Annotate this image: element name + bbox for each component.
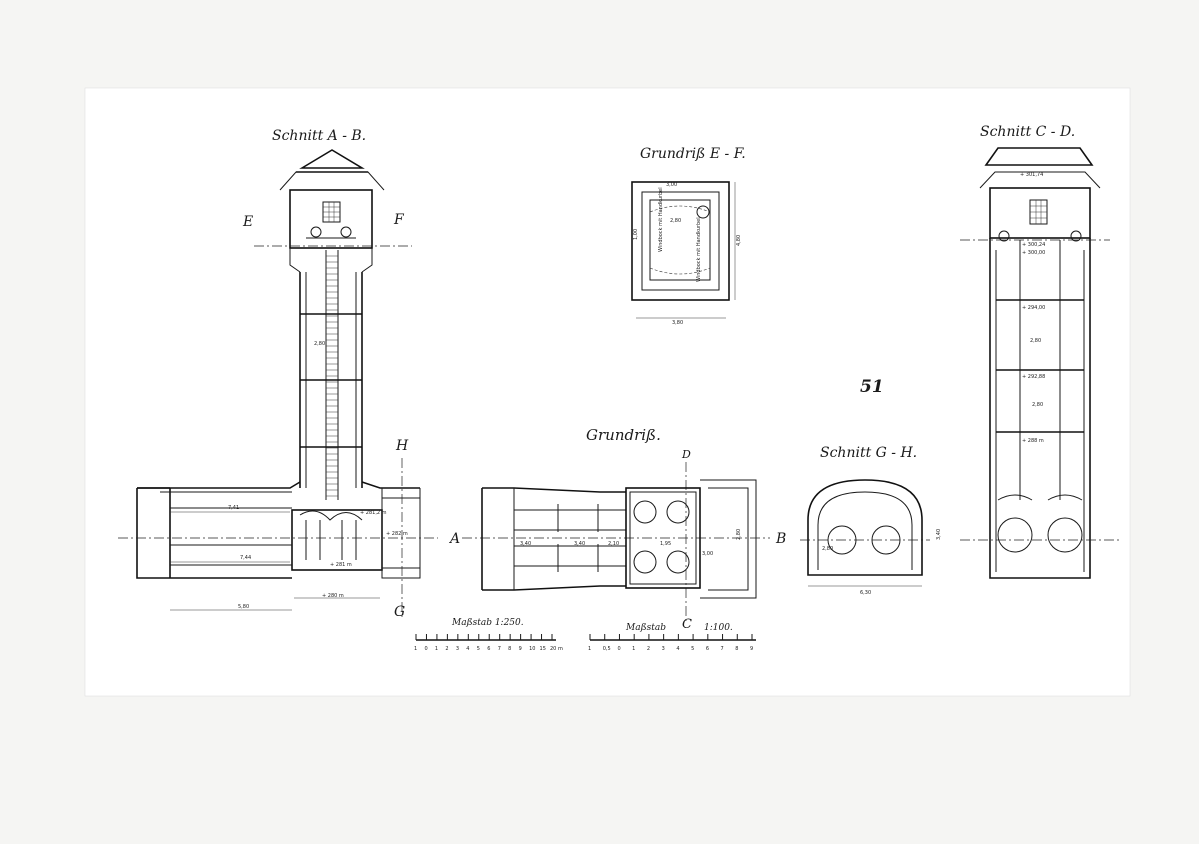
section-a-b: Schnitt A - B. E F 2,80 [118,128,438,620]
marker-g: G [394,604,405,620]
scale-tick-label: 10 [529,646,535,652]
dim-plan-5: 3,00 [702,551,713,557]
section-g-h: Schnitt G - H. 6,30 3,40 2,80 [800,445,942,596]
scale-tick-label: 8 [508,646,511,652]
dim-ef-inner: 2,80 [670,218,681,224]
marker-d: D [681,448,691,461]
scale-bar-100: Maßstab 1:100. 1 0,5 0 1 2 3 4 5 6 7 8 9 [588,623,756,652]
scale-tick-label: 5 [691,646,694,652]
marker-a: A [448,531,460,547]
marker-e: E [242,214,253,230]
title-section-cd: Schnitt C - D. [980,124,1075,140]
scale-tick-label: 7 [721,646,724,652]
scale-tick-label: 1 [632,646,635,652]
dim-cd-shaft1: 2,80 [1030,338,1041,344]
dim-cd-lvl4: + 288 m [1022,438,1044,444]
dim-plan-1: 3,40 [520,541,531,547]
dim-ef-bottom: 3,80 [672,320,683,326]
scale-tick-label: 8 [735,646,738,652]
dim-plan-6: 2,80 [736,529,742,540]
dim-cd-lvl3: + 292,88 [1022,374,1045,380]
plan-main: Grundriß. D C A B 3,40 3,40 2,10 1,95 3,… [448,426,786,632]
scale-250-label: Maßstab 1:250. [451,618,524,628]
scale-tick-label: 4 [466,646,469,652]
dim-ab-level: + 282 m [386,531,408,537]
scale-tick-label: 15 [540,646,546,652]
scale-tick-label: 3 [456,646,459,652]
scale-tick-label: 4 [676,646,679,652]
dim-ef-top: 3,00 [666,182,677,188]
scale-tick-label: 5 [477,646,480,652]
dim-cd-shaft2: 2,80 [1032,402,1043,408]
scale-tick-label: 1 [414,646,417,652]
dim-ab-level3: + 281 m [330,562,352,568]
scale-tick-label: 3 [662,646,665,652]
dim-cd-top2: + 301,74 [1020,172,1043,178]
dim-plan-2: 3,40 [574,541,585,547]
scale-tick-label: 0,5 [603,646,611,652]
scale-tick-label: 0 [617,646,620,652]
shaft-ladder [326,255,338,497]
scale-tick-label: 1 [435,646,438,652]
dim-ef-height: 4,80 [736,235,742,246]
dim-ab-level2: + 281,2 m [360,510,387,516]
title-section-ab: Schnitt A - B. [272,128,366,144]
plan-e-f: Grundriß E - F. 3,00 2,80 Windbock mit H… [631,146,746,326]
drawing-paper [84,87,1131,697]
dim-cd-top: + 300,24 [1022,242,1045,248]
scale-tick-label: 7 [498,646,501,652]
title-plan-ef: Grundriß E - F. [640,146,746,162]
dim-ab-base: + 280 m [322,593,344,599]
dim-plan-3: 2,10 [608,541,619,547]
scale-tick-label: 6 [487,646,490,652]
dim-ab-left-lower: 7,44 [240,555,251,561]
dim-ab-left-upper: 7,41 [228,505,239,511]
dim-ab-shaft: 2,80 [314,341,325,347]
scale-tick-label: 1 [588,646,591,652]
dim-gh-width: 6,30 [860,590,871,596]
marker-b: B [775,531,786,547]
scale-tick-label: 9 [750,646,753,652]
scale-100-label: Maßstab [625,623,666,633]
marker-c: C [682,617,692,632]
marker-f: F [393,212,405,228]
scale-100-ratio: 1:100. [704,623,733,633]
dim-gh-inner: 2,80 [822,546,833,552]
scale-tick-label: 0 [424,646,427,652]
dim-gh-height: 3,40 [936,529,942,540]
dim-cd-lvl2: + 294,00 [1022,305,1045,311]
marker-h: H [395,438,409,454]
scale-tick-label: 2 [445,646,448,652]
scale-tick-label: 9 [519,646,522,652]
title-section-gh: Schnitt G - H. [820,445,917,461]
ef-note-1: Windbock mit Handkurbel [658,187,664,252]
title-plan: Grundriß. [586,426,661,444]
ef-note-2: Windbock mit Handkurbel [696,217,702,282]
scale-100-ticks: 1 0,5 0 1 2 3 4 5 6 7 8 9 [588,634,753,652]
scale-tick-label: 20 m [550,646,563,652]
scale-tick-label: 6 [706,646,709,652]
dim-ab-bottom: 5,80 [238,604,249,610]
dim-plan-4: 1,95 [660,541,671,547]
dim-cd-lvl1: + 300,00 [1022,250,1045,256]
scale-tick-label: 2 [647,646,650,652]
sheet-number: 51 [860,377,884,397]
section-c-d: Schnitt C - D. + 301,74 + 300,24 + 300,0… [960,124,1120,579]
dim-ef-side: 1,00 [633,229,639,240]
